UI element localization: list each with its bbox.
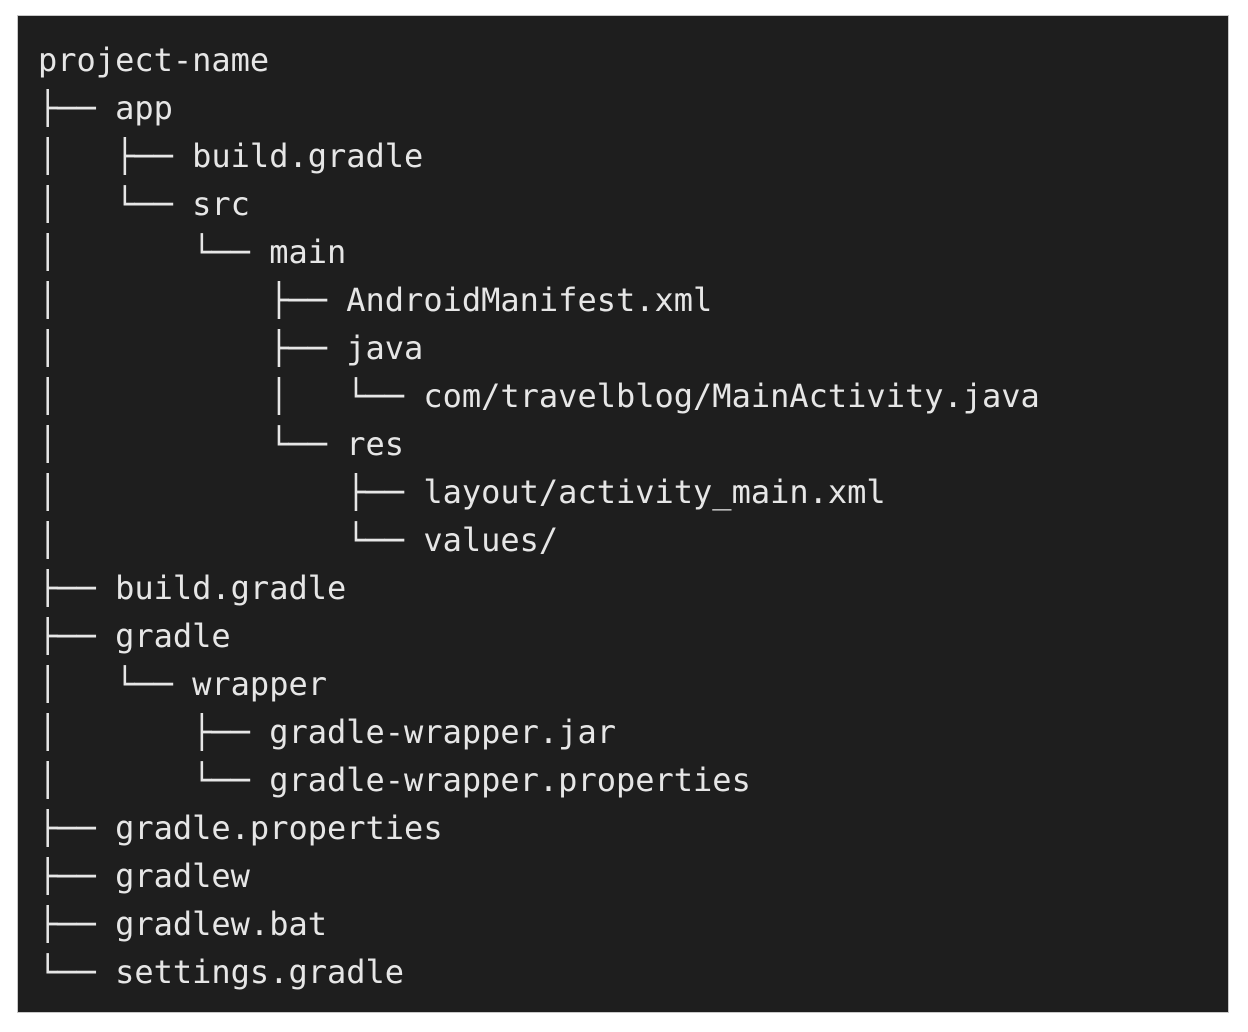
tree-entry-name: gradle.properties: [115, 809, 443, 847]
tree-entry-name: AndroidManifest.xml: [346, 281, 713, 319]
tree-branch-prefix: │ ├──: [38, 473, 424, 511]
tree-line-root: project-name: [38, 36, 1040, 84]
tree-entry-name: gradle-wrapper.properties: [269, 761, 751, 799]
tree-line: │ ├── layout/activity_main.xml: [38, 468, 1040, 516]
tree-branch-prefix: │ ├──: [38, 137, 193, 175]
tree-branch-prefix: ├──: [38, 809, 116, 847]
tree-line: │ ├── AndroidManifest.xml: [38, 276, 1040, 324]
tree-entry-name: java: [346, 329, 424, 367]
tree-entry-name: build.gradle: [115, 569, 347, 607]
tree-entry-name: gradlew.bat: [115, 905, 327, 943]
tree-branch-prefix: │ └──: [38, 665, 193, 703]
tree-entry-name: src: [192, 185, 250, 223]
tree-branch-prefix: ├──: [38, 905, 116, 943]
tree-entry-name: wrapper: [192, 665, 327, 703]
tree-line: │ ├── build.gradle: [38, 132, 1040, 180]
tree-branch-prefix: │ └──: [38, 521, 424, 559]
tree-line: ├── build.gradle: [38, 564, 1040, 612]
tree-branch-prefix: │ ├──: [38, 281, 347, 319]
tree-line: │ │ └── com/travelblog/MainActivity.java: [38, 372, 1040, 420]
tree-branch-prefix: ├──: [38, 89, 116, 127]
tree-line: │ ├── gradle-wrapper.jar: [38, 708, 1040, 756]
tree-entry-name: build.gradle: [192, 137, 424, 175]
tree-branch-prefix: │ │ └──: [38, 377, 424, 415]
tree-entry-name: res: [346, 425, 405, 463]
tree-entry-name: layout/activity_main.xml: [423, 473, 886, 511]
tree-branch-prefix: └──: [38, 953, 116, 991]
tree-line: └── settings.gradle: [38, 948, 1040, 996]
tree-entry-name: project-name: [38, 41, 270, 79]
tree-entry-name: app: [115, 89, 173, 127]
tree-branch-prefix: │ └──: [38, 425, 347, 463]
tree-entry-name: settings.gradle: [115, 953, 405, 991]
file-tree: project-name ├── app │ ├── build.gradle …: [38, 36, 1040, 996]
tree-entry-name: gradlew: [115, 857, 250, 895]
tree-line: │ └── values/: [38, 516, 1040, 564]
tree-entry-name: main: [269, 233, 347, 271]
tree-branch-prefix: │ └──: [38, 233, 270, 271]
tree-branch-prefix: ├──: [38, 617, 116, 655]
tree-line: │ └── main: [38, 228, 1040, 276]
tree-line: ├── gradlew.bat: [38, 900, 1040, 948]
code-block: project-name ├── app │ ├── build.gradle …: [17, 15, 1229, 1013]
tree-entry-name: gradle-wrapper.jar: [269, 713, 616, 751]
tree-branch-prefix: ├──: [38, 569, 116, 607]
tree-branch-prefix: │ ├──: [38, 713, 270, 751]
tree-branch-prefix: │ └──: [38, 761, 270, 799]
tree-branch-prefix: ├──: [38, 857, 116, 895]
tree-line: │ └── src: [38, 180, 1040, 228]
tree-line: ├── gradle: [38, 612, 1040, 660]
tree-line: │ └── res: [38, 420, 1040, 468]
tree-line: │ ├── java: [38, 324, 1040, 372]
tree-branch-prefix: │ ├──: [38, 329, 347, 367]
tree-line: │ └── wrapper: [38, 660, 1040, 708]
tree-entry-name: values/: [423, 521, 559, 559]
tree-entry-name: gradle: [115, 617, 231, 655]
tree-line: ├── gradlew: [38, 852, 1040, 900]
tree-branch-prefix: │ └──: [38, 185, 193, 223]
tree-line: ├── gradle.properties: [38, 804, 1040, 852]
tree-line: │ └── gradle-wrapper.properties: [38, 756, 1040, 804]
tree-entry-name: com/travelblog/MainActivity.java: [423, 377, 1040, 415]
tree-line: ├── app: [38, 84, 1040, 132]
